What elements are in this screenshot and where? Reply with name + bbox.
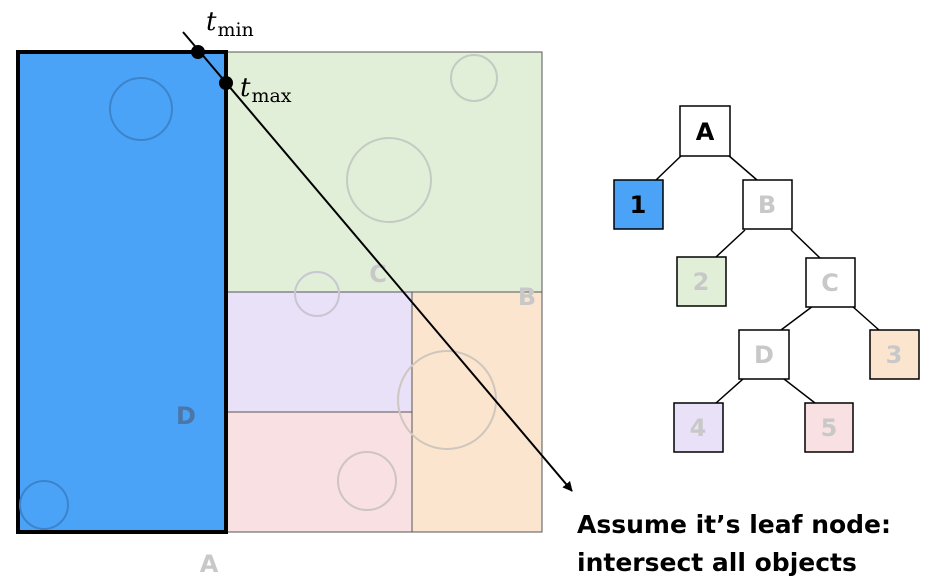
tree-edge	[727, 154, 758, 181]
tree-node-5: 5	[804, 402, 854, 453]
tree-node-2-label: 2	[693, 268, 710, 296]
tree-node-d: D	[738, 329, 790, 380]
tree-node-3: 3	[869, 329, 920, 380]
object-circle	[109, 77, 173, 141]
region-label-d: D	[176, 402, 196, 430]
caption: Assume it’s leaf node: intersect all obj…	[577, 510, 891, 577]
region-labels: A B C D	[176, 260, 536, 578]
object-circle	[346, 137, 432, 223]
tree-node-1-label: 1	[630, 191, 647, 219]
tree-edge	[780, 305, 814, 331]
tree-node-c-label: C	[821, 269, 839, 297]
tree-node-a: A	[679, 105, 731, 157]
tmin-t: t	[206, 7, 217, 37]
tree-node-4: 4	[673, 402, 724, 453]
tmin-label: tmin	[206, 7, 254, 41]
object-circle	[294, 271, 340, 317]
region-label-a: A	[200, 550, 219, 578]
tmin-sub: min	[217, 19, 253, 41]
tree-edges	[655, 154, 880, 404]
region-label-c: C	[369, 260, 387, 288]
tree-node-a-label: A	[696, 118, 715, 146]
region-purple	[225, 291, 413, 413]
tmax-t: t	[240, 73, 251, 103]
scene-objects	[19, 54, 498, 530]
region-pink	[225, 411, 413, 533]
tree-node-c: C	[805, 257, 856, 308]
tree-edge	[655, 154, 683, 181]
tree-node-d-label: D	[754, 341, 774, 369]
caption-line-2: intersect all objects	[577, 548, 857, 577]
tmin-point	[191, 45, 205, 59]
tree-edge	[715, 229, 746, 258]
tree-node-b-label: B	[758, 191, 776, 219]
spatial-partition	[16, 50, 543, 534]
object-circle	[19, 480, 69, 530]
tree-edge	[783, 378, 816, 404]
tmax-label: tmax	[240, 73, 292, 107]
tree-nodes: A 1 B 2 C D 3 4	[613, 105, 920, 453]
region-orange	[411, 291, 543, 533]
region-blue-leaf	[16, 50, 228, 534]
region-green	[225, 51, 543, 293]
ray	[182, 31, 573, 492]
caption-line-1: Assume it’s leaf node:	[577, 510, 891, 539]
tree-node-3-label: 3	[886, 341, 903, 369]
tmax-sub: max	[251, 85, 291, 107]
tree-node-5-label: 5	[821, 414, 838, 442]
tree-node-b: B	[742, 179, 793, 230]
tree-node-4-label: 4	[690, 414, 707, 442]
tree-edge	[851, 305, 880, 331]
tree-node-2: 2	[676, 256, 727, 307]
object-circle	[450, 54, 498, 102]
object-circle	[337, 451, 397, 511]
tree-edge	[790, 229, 821, 259]
tmax-point	[219, 76, 233, 90]
tree-node-1: 1	[613, 179, 664, 230]
region-label-b: B	[518, 283, 536, 311]
tree-edge	[715, 378, 744, 404]
